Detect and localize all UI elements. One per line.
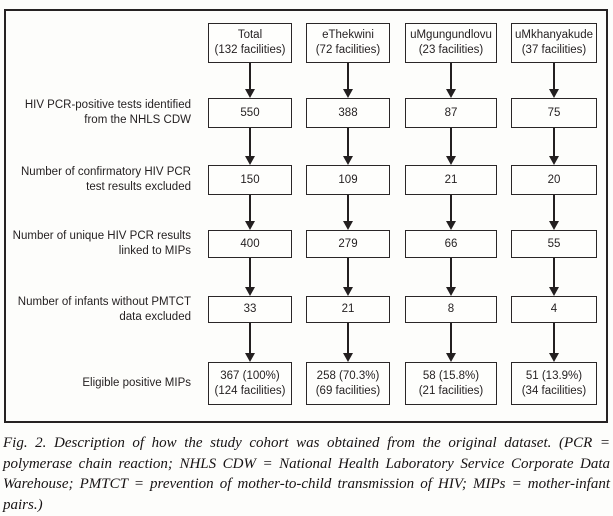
value-box-umkhanyakude-step4: 4: [511, 296, 597, 323]
arrow-line: [450, 258, 452, 287]
arrow-line: [347, 258, 349, 287]
arrow-head-icon: [549, 353, 559, 362]
final-box-umkhanyakude: 51 (13.9%) (34 facilities): [511, 362, 597, 405]
arrow-line: [249, 258, 251, 287]
flowchart: HIV PCR-positive tests identified from t…: [6, 11, 606, 405]
flow-arrow: [445, 128, 457, 165]
arrow-line: [450, 63, 452, 89]
flow-arrow: [244, 323, 256, 362]
arrow-line: [347, 63, 349, 89]
arrow-head-icon: [446, 353, 456, 362]
arrow-head-icon: [549, 287, 559, 296]
flow-arrow: [548, 195, 560, 230]
value-box-total-step4: 33: [208, 296, 292, 323]
row-label-unique-results: Number of unique HIV PCR results linked …: [12, 230, 191, 257]
arrow-line: [450, 323, 452, 353]
arrow-head-icon: [549, 89, 559, 98]
arrow-line: [553, 63, 555, 89]
flow-arrow: [548, 258, 560, 296]
row-label-pcr-positive: HIV PCR-positive tests identified from t…: [24, 99, 191, 126]
value-box-total-step2: 150: [208, 165, 292, 195]
flow-arrow: [548, 128, 560, 165]
figure-panel: HIV PCR-positive tests identified from t…: [4, 9, 608, 423]
arrow-line: [347, 323, 349, 353]
arrow-line: [249, 128, 251, 156]
arrow-head-icon: [245, 221, 255, 230]
flow-arrow: [342, 195, 354, 230]
header-box-ethekwini: eThekwini (72 facilities): [306, 23, 390, 63]
flow-arrow: [445, 63, 457, 98]
row-label-eligible-mips: Eligible positive MIPs: [82, 377, 191, 390]
arrow-head-icon: [446, 221, 456, 230]
arrow-head-icon: [245, 89, 255, 98]
value-box-ethekwini-step1: 388: [306, 98, 390, 128]
arrow-line: [249, 63, 251, 89]
arrow-head-icon: [343, 287, 353, 296]
value-box-umgungundlovu-step2: 21: [405, 165, 497, 195]
value-box-umgungundlovu-step4: 8: [405, 296, 497, 323]
arrow-line: [553, 195, 555, 221]
arrow-line: [249, 323, 251, 353]
final-box-umgungundlovu: 58 (15.8%) (21 facilities): [405, 362, 497, 405]
value-box-total-step3: 400: [208, 230, 292, 258]
arrow-line: [450, 195, 452, 221]
row-label-confirmatory: Number of confirmatory HIV PCR test resu…: [21, 166, 191, 193]
final-box-total: 367 (100%) (124 facilities): [208, 362, 292, 405]
final-box-ethekwini: 258 (70.3%) (69 facilities): [306, 362, 390, 405]
arrow-line: [553, 258, 555, 287]
flow-arrow: [342, 128, 354, 165]
arrow-head-icon: [343, 89, 353, 98]
arrow-head-icon: [343, 221, 353, 230]
arrow-line: [553, 128, 555, 156]
arrow-line: [553, 323, 555, 353]
flow-arrow: [342, 258, 354, 296]
arrow-head-icon: [245, 287, 255, 296]
flow-arrow: [548, 63, 560, 98]
flow-arrow: [244, 258, 256, 296]
arrow-head-icon: [446, 89, 456, 98]
value-box-umkhanyakude-step3: 55: [511, 230, 597, 258]
arrow-line: [450, 128, 452, 156]
value-box-ethekwini-step3: 279: [306, 230, 390, 258]
flow-arrow: [244, 195, 256, 230]
flow-arrow: [445, 195, 457, 230]
value-box-ethekwini-step2: 109: [306, 165, 390, 195]
arrow-head-icon: [549, 221, 559, 230]
value-box-umgungundlovu-step3: 66: [405, 230, 497, 258]
header-box-total: Total (132 facilities): [208, 23, 292, 63]
arrow-head-icon: [245, 156, 255, 165]
figure-caption: Fig. 2. Description of how the study coh…: [3, 435, 610, 514]
arrow-head-icon: [245, 353, 255, 362]
arrow-head-icon: [446, 287, 456, 296]
arrow-line: [347, 195, 349, 221]
flow-arrow: [342, 63, 354, 98]
value-box-ethekwini-step4: 21: [306, 296, 390, 323]
flow-arrow: [342, 323, 354, 362]
arrow-line: [249, 195, 251, 221]
arrow-head-icon: [446, 156, 456, 165]
header-box-umgungundlovu: uMgungundlovu (23 facilities): [405, 23, 497, 63]
value-box-total-step1: 550: [208, 98, 292, 128]
header-box-umkhanyakude: uMkhanyakude (37 facilities): [511, 23, 597, 63]
arrow-line: [347, 128, 349, 156]
flow-arrow: [244, 63, 256, 98]
value-box-umgungundlovu-step1: 87: [405, 98, 497, 128]
row-label-no-pmtct: Number of infants without PMTCT data exc…: [17, 295, 191, 323]
arrow-head-icon: [549, 156, 559, 165]
flow-arrow: [548, 323, 560, 362]
flow-arrow: [445, 258, 457, 296]
value-box-umkhanyakude-step2: 20: [511, 165, 597, 195]
value-box-umkhanyakude-step1: 75: [511, 98, 597, 128]
arrow-head-icon: [343, 156, 353, 165]
flow-arrow: [244, 128, 256, 165]
flow-arrow: [445, 323, 457, 362]
arrow-head-icon: [343, 353, 353, 362]
